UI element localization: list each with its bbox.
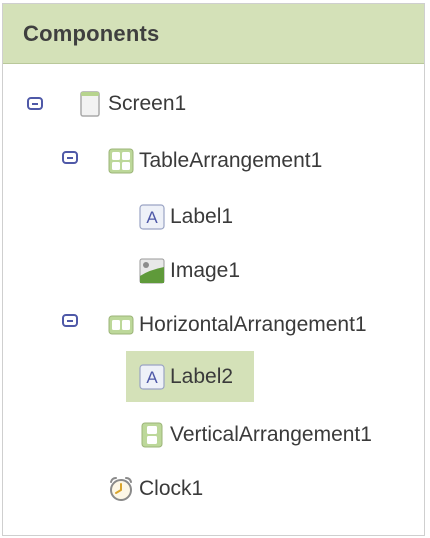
panel-header: Components (3, 4, 424, 64)
collapse-toggle-horizontalarrangement1[interactable] (62, 314, 78, 327)
node-label: HorizontalArrangement1 (139, 313, 367, 336)
node-label: Label1 (170, 205, 234, 228)
collapse-toggle-tablearrangement1[interactable] (62, 151, 78, 164)
svg-text:A: A (146, 208, 158, 227)
tree-node-image1[interactable]: Image1 (139, 253, 240, 289)
tree-node-screen1[interactable]: Screen1 (77, 86, 186, 122)
node-label: TableArrangement1 (139, 149, 323, 172)
components-panel: Components Screen1 TableArrangement1 (2, 3, 425, 536)
tree-node-clock1[interactable]: Clock1 (108, 471, 203, 507)
tree-node-label2[interactable]: A Label2 (126, 351, 254, 402)
svg-text:A: A (146, 368, 158, 387)
label-icon: A (139, 204, 165, 230)
node-label: Clock1 (139, 477, 204, 500)
component-tree: Screen1 TableArrangement1 A Label1 (3, 64, 424, 534)
tree-node-tablearrangement1[interactable]: TableArrangement1 (108, 143, 322, 179)
tree-node-horizontalarrangement1[interactable]: HorizontalArrangement1 (108, 307, 367, 343)
image-icon (139, 258, 165, 284)
node-label: VerticalArrangement1 (170, 423, 372, 446)
node-label: Label2 (170, 364, 234, 388)
panel-title: Components (23, 20, 160, 46)
collapse-toggle-screen1[interactable] (27, 97, 43, 110)
horizontal-arrangement-icon (108, 315, 134, 335)
tree-node-label1[interactable]: A Label1 (139, 199, 233, 235)
node-label: Screen1 (108, 92, 187, 115)
vertical-arrangement-icon (141, 422, 163, 448)
clock-icon (110, 477, 132, 501)
node-label: Image1 (170, 259, 241, 282)
label-icon: A (139, 363, 165, 390)
table-arrangement-icon (108, 148, 134, 174)
tree-node-verticalarrangement1[interactable]: VerticalArrangement1 (139, 417, 372, 453)
screen-icon (80, 91, 100, 117)
